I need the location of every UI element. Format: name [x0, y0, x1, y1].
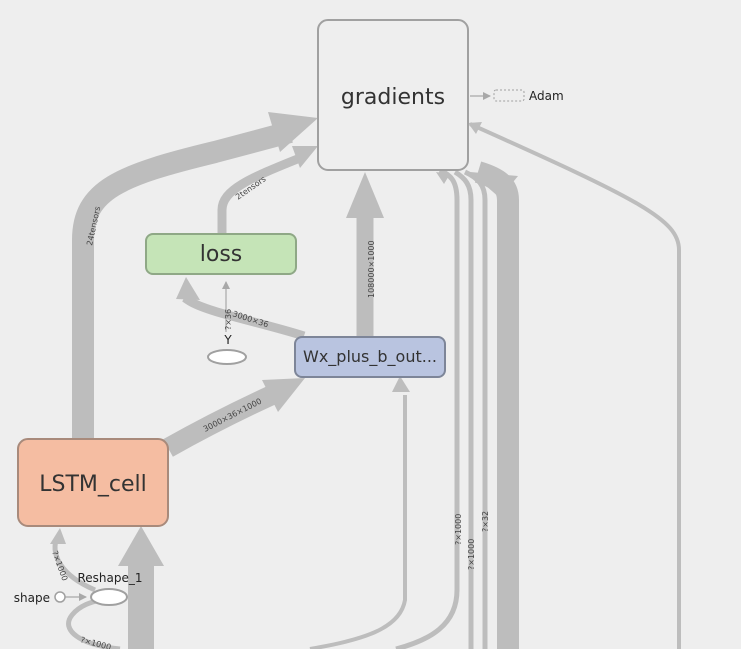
edge-label-bottom-loop: ?×1000	[79, 635, 112, 649]
edge-right-1[interactable]	[395, 167, 460, 649]
edge-label-right-1: ?×1000	[454, 514, 463, 545]
node-lstm-cell-label: LSTM_cell	[39, 472, 147, 497]
edge-lstm-to-gradients[interactable]	[72, 121, 293, 440]
edge-right-thick-arrowhead	[470, 172, 518, 198]
edge-label-right-2: ?×1000	[467, 539, 476, 570]
edge-far-right[interactable]	[469, 122, 681, 649]
edge-far-right-arrowhead	[468, 122, 482, 134]
edge-right-3[interactable]	[463, 169, 488, 649]
edge-bottom-to-wx-arrowhead	[392, 376, 410, 392]
node-adam[interactable]: Adam	[493, 89, 564, 103]
node-shape-label: shape	[14, 591, 50, 605]
edge-lstm-to-gradients-arrowhead	[268, 112, 318, 152]
edge-bottom-to-lstm-arrowhead	[118, 526, 164, 566]
edge-bottom-to-wx[interactable]	[309, 395, 407, 649]
edge-lstm-to-wx[interactable]	[163, 385, 277, 457]
node-wx-plus-b-label: Wx_plus_b_out...	[303, 347, 437, 367]
edge-right-1-arrowhead	[436, 172, 450, 184]
node-y[interactable]: Y	[207, 333, 247, 365]
node-adam-label: Adam	[529, 89, 564, 103]
edge-label-right-3: ?×32	[481, 511, 490, 532]
node-loss[interactable]: loss	[145, 233, 297, 275]
edge-reshape-to-lstm[interactable]	[52, 539, 96, 593]
edge-wx-to-loss[interactable]	[182, 293, 306, 341]
node-y-label: Y	[223, 333, 232, 347]
edge-label-reshape-to-lstm: ?×1000	[50, 550, 69, 583]
node-loss-label: loss	[200, 242, 243, 267]
edge-reshape-to-lstm-arrowhead	[50, 528, 66, 544]
edge-bottom-loop[interactable]	[66, 597, 121, 649]
node-reshape-1-label: Reshape_1	[77, 571, 142, 585]
edge-wx-to-gradients-arrowhead	[346, 172, 384, 218]
node-gradients-label: gradients	[341, 85, 445, 110]
edge-label-y-to-loss: ?×36	[224, 309, 233, 330]
edge-lstm-to-wx-arrowhead	[262, 378, 305, 412]
edge-loss-to-gradients[interactable]	[217, 153, 302, 234]
edge-wx-to-loss-arrowhead	[176, 277, 200, 300]
node-lstm-cell[interactable]: LSTM_cell	[17, 438, 169, 527]
node-gradients[interactable]: gradients	[317, 19, 469, 171]
node-shape[interactable]: shape	[14, 591, 66, 605]
edge-right-2[interactable]	[453, 169, 474, 649]
edge-label-wx-to-loss: 3000×36	[231, 309, 269, 329]
node-wx-plus-b[interactable]: Wx_plus_b_out...	[294, 336, 446, 378]
edge-label-wx-to-gradients: 108000×1000	[367, 240, 376, 298]
node-reshape-1[interactable]: Reshape_1	[77, 571, 143, 606]
edge-loss-to-gradients-arrowhead	[292, 146, 318, 168]
